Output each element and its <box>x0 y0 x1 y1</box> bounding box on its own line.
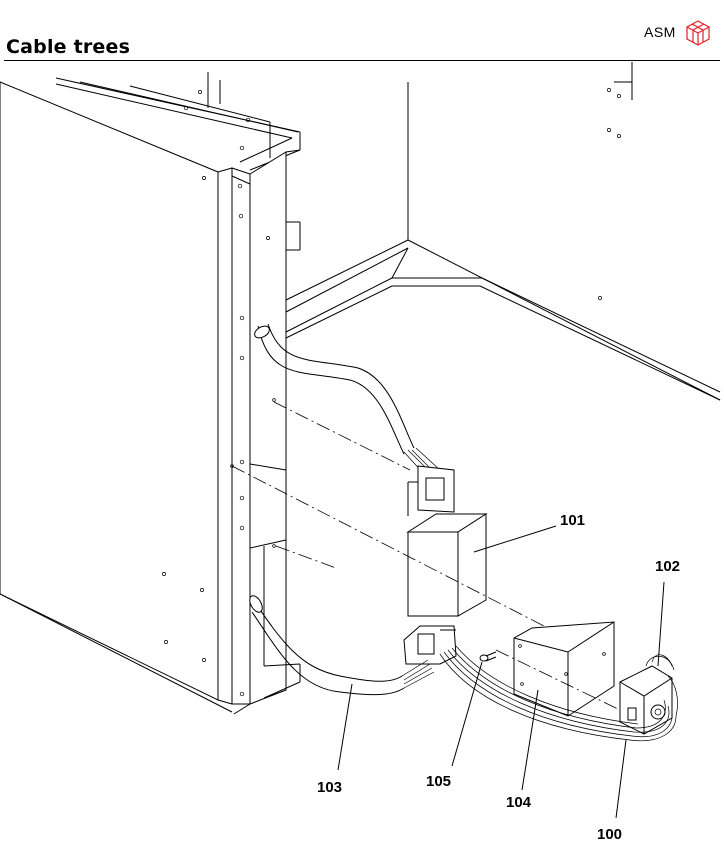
front-panel <box>0 81 301 715</box>
screw-105 <box>479 651 497 662</box>
top-rail <box>55 72 301 171</box>
callout-102: 102 <box>655 558 681 575</box>
bracket-104 <box>513 621 615 717</box>
asm-logo-icon <box>686 20 710 46</box>
callout-105: 105 <box>426 773 452 790</box>
cable-tree-drawing <box>0 62 721 819</box>
upper-cable <box>254 323 455 516</box>
page-header: Cable trees ASM <box>0 0 724 62</box>
page-title: Cable trees <box>6 36 131 58</box>
callout-104: 104 <box>506 794 532 811</box>
leader-lines <box>337 525 665 819</box>
lower-connector <box>403 625 457 665</box>
callout-101: 101 <box>560 512 586 529</box>
callout-100: 100 <box>597 826 623 843</box>
callout-103: 103 <box>317 779 343 796</box>
header-rule <box>4 60 720 61</box>
filter-box-101 <box>406 513 488 617</box>
assembly-lines <box>231 401 621 711</box>
brand-name: ASM <box>644 24 676 40</box>
lower-cable <box>249 595 678 742</box>
cabinet-frame <box>285 62 721 401</box>
